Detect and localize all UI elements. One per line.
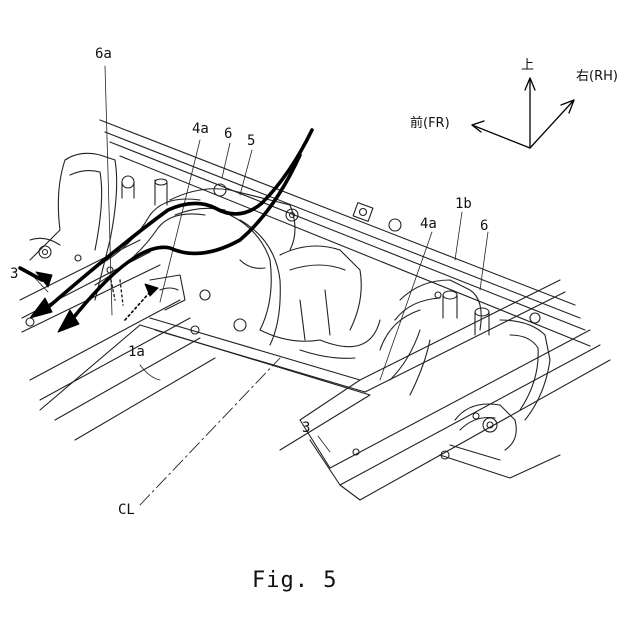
axis-label-front: 前(FR) bbox=[410, 112, 450, 131]
axis-label-up: 上 bbox=[521, 54, 534, 73]
flow-arrows bbox=[20, 130, 312, 322]
label-1b: 1b bbox=[455, 196, 472, 212]
dotted-arrow bbox=[125, 292, 150, 320]
center-line bbox=[140, 358, 280, 505]
label-CL: CL bbox=[118, 502, 135, 518]
label-4a-left: 4a bbox=[192, 121, 209, 137]
axis-label-right: 右(RH) bbox=[576, 65, 618, 84]
label-6-right: 6 bbox=[480, 218, 488, 234]
label-4a-right: 4a bbox=[420, 216, 437, 232]
figure-caption: Fig. 5 bbox=[252, 568, 337, 593]
direction-axes bbox=[472, 78, 574, 148]
label-5: 5 bbox=[247, 133, 255, 149]
label-6a: 6a bbox=[95, 46, 112, 62]
label-6-left: 6 bbox=[224, 126, 232, 142]
rear-rail bbox=[100, 120, 590, 346]
floor-panel-5 bbox=[170, 184, 401, 358]
label-3-left: 3 bbox=[10, 266, 18, 282]
label-3-right: 3 bbox=[302, 420, 310, 436]
right-bracket bbox=[380, 280, 550, 420]
label-1a: 1a bbox=[128, 344, 145, 360]
